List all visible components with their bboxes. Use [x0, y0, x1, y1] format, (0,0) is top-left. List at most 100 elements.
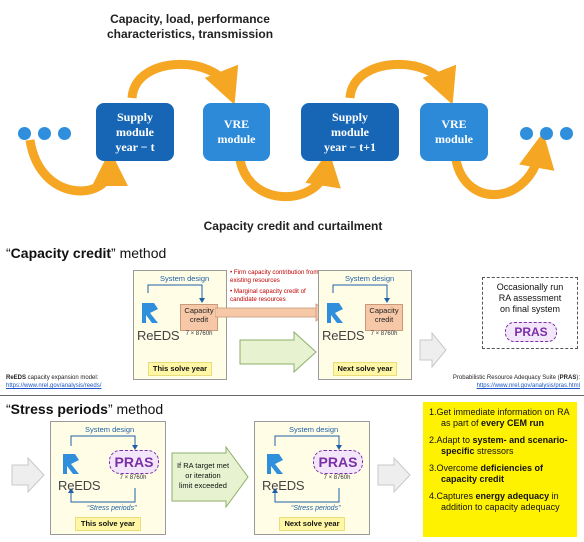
- benefit-bold: deficiencies of capacity credit: [441, 463, 544, 484]
- heading-bold: Capacity credit: [10, 245, 112, 261]
- dims-label: 7 × 8760h: [185, 331, 213, 337]
- benefit-text: Overcome: [436, 463, 481, 473]
- top-caption: Capacity, load, performance characterist…: [95, 12, 285, 42]
- occasional-line: on final system: [499, 304, 561, 314]
- capacity-credit-box: Capacity credit: [180, 304, 218, 331]
- condition-line: or iteration: [185, 471, 221, 480]
- sp-loop-icon: [272, 435, 342, 503]
- bullet-item: • Marginal capacity credit of candidate …: [230, 288, 306, 303]
- dims-label: 7 × 8760h: [119, 475, 147, 481]
- dot: [58, 127, 71, 140]
- occasional-line: RA assessment: [498, 293, 562, 303]
- arc-bottom-3: [451, 132, 555, 199]
- benefit-bold: energy adequacy: [475, 491, 550, 501]
- this-solve-year-label: This solve year: [148, 362, 212, 376]
- arc-bottom-2: [235, 150, 341, 202]
- vre-module-2: VRE module: [420, 103, 488, 161]
- dims-label: 7 × 8760h: [323, 475, 351, 481]
- reeds-wordmark: ReEDS: [137, 328, 180, 343]
- module-line: module: [217, 132, 256, 146]
- benefit-num: 1.: [429, 407, 437, 417]
- capacity-credit-heading: “Capacity credit” method: [6, 245, 166, 261]
- arc-bottom-1: [25, 139, 128, 196]
- quote-open: “: [6, 401, 11, 417]
- next-year-text: Next solve year: [337, 364, 393, 373]
- top-caption-line2: characteristics, transmission: [106, 27, 274, 41]
- dot: [520, 127, 533, 140]
- top-caption-line1: Capacity, load, performance: [110, 12, 270, 26]
- module-line: Supply: [116, 109, 154, 124]
- benefit-text: Get immediate information on RA as part …: [436, 407, 570, 428]
- reeds-note-title: ReEDS capacity expansion model:: [6, 374, 146, 382]
- dot: [18, 127, 31, 140]
- pras-badge: PRAS: [109, 450, 159, 474]
- system-design-label: System design: [85, 425, 135, 434]
- sp-this-solve-year-label: This solve year: [75, 517, 141, 531]
- reeds-logo-icon: [61, 452, 81, 476]
- pras-note-rest: Probabilistic Resource Adequacy Suite (: [452, 375, 560, 381]
- reeds-link[interactable]: https://www.nrel.gov/analysis/reeds/: [6, 383, 102, 389]
- supply-module-t1: Supply module year − t+1: [301, 103, 399, 161]
- pras-note: Probabilistic Resource Adequacy Suite (P…: [446, 374, 580, 390]
- heading-rest: ” method: [107, 401, 164, 417]
- design-loop-icon: [147, 284, 205, 303]
- pras-badge: PRAS: [313, 450, 363, 474]
- heading-rest: ” method: [111, 245, 167, 261]
- quote-open: “: [6, 245, 11, 261]
- module-line: VRE: [223, 117, 250, 131]
- arc-top-2: [345, 59, 457, 105]
- pras-note-title: Probabilistic Resource Adequacy Suite (P…: [446, 374, 580, 382]
- reeds-note-rest: capacity expansion model:: [26, 375, 99, 381]
- green-condition-arrow: [171, 445, 249, 509]
- benefit-text: Adapt to: [436, 435, 473, 445]
- cc-label-line2: credit: [374, 315, 394, 324]
- pras-note-bold: PRAS: [559, 375, 577, 381]
- module-line: module: [434, 132, 473, 146]
- reeds-wordmark: ReEDS: [262, 478, 305, 493]
- reeds-wordmark: ReEDS: [322, 328, 365, 343]
- dot: [540, 127, 553, 140]
- pras-label: PRAS: [114, 454, 154, 470]
- pras-link[interactable]: https://www.nrel.gov/analysis/pras.html: [476, 383, 580, 389]
- condition-line: If RA target met: [176, 461, 230, 470]
- module-line: year − t: [115, 139, 155, 154]
- section-divider: [0, 395, 584, 396]
- benefit-num: 2.: [429, 435, 437, 445]
- system-design-label: System design: [160, 274, 210, 283]
- faded-arrow: [377, 456, 411, 494]
- benefit-tail: stressors: [474, 446, 514, 456]
- benefit-item: 4.Captures energy adequacy in addition t…: [429, 491, 571, 513]
- cc-label-line1: Capacity: [184, 306, 214, 315]
- dims-label: 7 × 8760h: [370, 331, 398, 337]
- pras-note-end: ):: [576, 375, 580, 381]
- pras-badge: PRAS: [505, 322, 557, 342]
- reeds-logo-icon: [325, 301, 345, 325]
- pras-label: PRAS: [318, 454, 358, 470]
- occasional-line: Occasionally run: [496, 282, 564, 292]
- cc-label-line2: credit: [189, 315, 209, 324]
- benefit-bold: system- and scenario-specific: [441, 435, 568, 456]
- system-design-label: System design: [289, 425, 339, 434]
- bullet-text: Firm capacity contribution from existing…: [230, 269, 319, 284]
- benefit-item: 3.Overcome deficiencies of capacity cred…: [429, 463, 571, 485]
- bullet-text: Marginal capacity credit of candidate re…: [230, 288, 306, 303]
- vre-module-1: VRE module: [203, 103, 270, 161]
- reeds-logo-icon: [140, 301, 160, 325]
- cc-label-line1: Capacity: [369, 306, 399, 315]
- reeds-wordmark: ReEDS: [58, 478, 101, 493]
- sp-this-solve-year-box: System design ReEDS PRAS 7 × 8760h “Stre…: [50, 421, 166, 535]
- stress-periods-label: “Stress periods”: [291, 505, 341, 512]
- cc-bullet-list: • Firm capacity contribution from existi…: [230, 269, 320, 307]
- benefit-item: 2.Adapt to system- and scenario-specific…: [429, 435, 571, 457]
- occasional-pras-box: Occasionally run RA assessment on final …: [482, 277, 578, 349]
- benefit-bold: every CEM run: [481, 418, 545, 428]
- reeds-note-bold: ReEDS: [6, 375, 27, 381]
- bullet-item: • Firm capacity contribution from existi…: [230, 269, 319, 284]
- module-line: module: [330, 124, 369, 139]
- module-line: VRE: [441, 117, 467, 131]
- dot: [560, 127, 573, 140]
- design-loop-icon: [332, 284, 390, 303]
- module-line: year − t+1: [323, 139, 377, 154]
- orange-flow-arrows: [25, 59, 555, 202]
- condition-text: If RA target met or iteration limit exce…: [172, 461, 234, 491]
